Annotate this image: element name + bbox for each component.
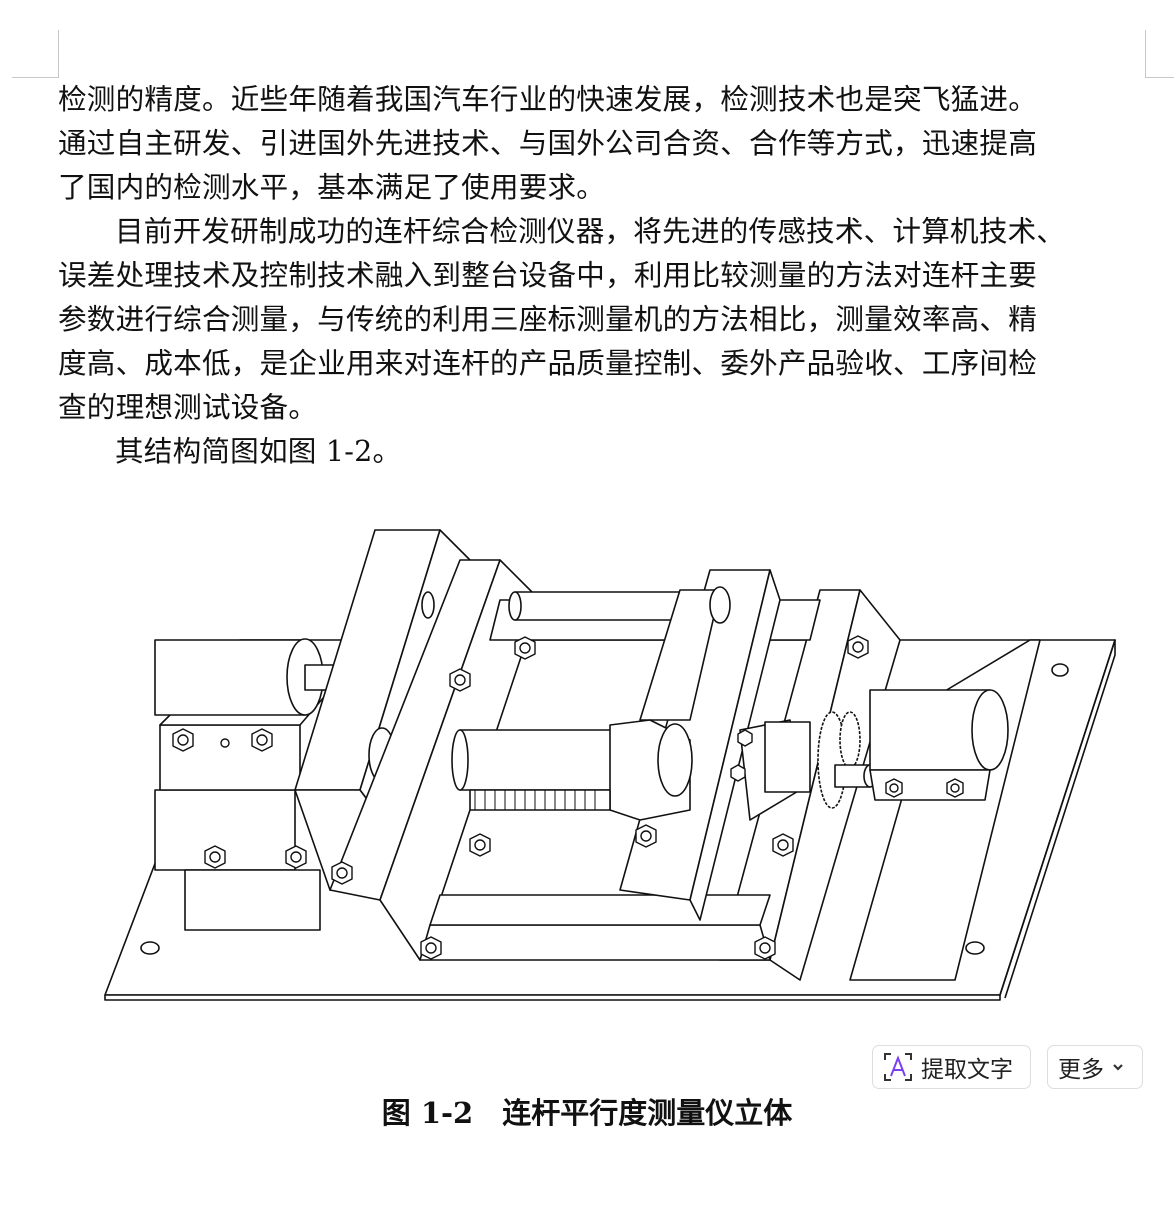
margin-corner-top-right-v — [1145, 30, 1146, 77]
paragraph-line: 其结构简图如图 1-2。 — [115, 434, 402, 468]
paragraph-line: 了国内的检测水平，基本满足了使用要求。 — [58, 170, 606, 204]
extract-text-label: 提取文字 — [921, 1057, 1013, 1083]
figure-caption: 图 1-2 连杆平行度测量仪立体 — [381, 1096, 793, 1130]
paragraph-line: 查的理想测试设备。 — [58, 390, 318, 424]
chevron-down-icon — [1113, 1064, 1123, 1071]
paragraph-line: 目前开发研制成功的连杆综合检测仪器，将先进的传感技术、计算机技术、 — [115, 214, 1066, 248]
margin-corner-top-left-h — [12, 77, 59, 78]
paragraph-line: 度高、成本低，是企业用来对连杆的产品质量控制、委外产品验收、工序间检 — [58, 346, 1037, 380]
more-label: 更多 — [1058, 1057, 1104, 1083]
more-button[interactable]: 更多 — [1047, 1045, 1143, 1089]
text-recognition-icon — [884, 1053, 912, 1081]
paragraph-line: 参数进行综合测量，与传统的利用三座标测量机的方法相比，测量效率高、精 — [58, 302, 1037, 336]
margin-corner-top-left-v — [58, 30, 59, 77]
paragraph-line: 检测的精度。近些年随着我国汽车行业的快速发展，检测技术也是突飞猛进。 — [58, 82, 1037, 116]
measuring-instrument-drawing — [104, 529, 1116, 1001]
paragraph-line: 通过自主研发、引进国外先进技术、与国外公司合资、合作等方式，迅速提高 — [58, 126, 1037, 160]
margin-corner-top-right-h — [1145, 77, 1174, 78]
paragraph-line: 误差处理技术及控制技术融入到整台设备中，利用比较测量的方法对连杆主要 — [58, 258, 1037, 292]
extract-text-button[interactable]: 提取文字 — [872, 1045, 1031, 1089]
